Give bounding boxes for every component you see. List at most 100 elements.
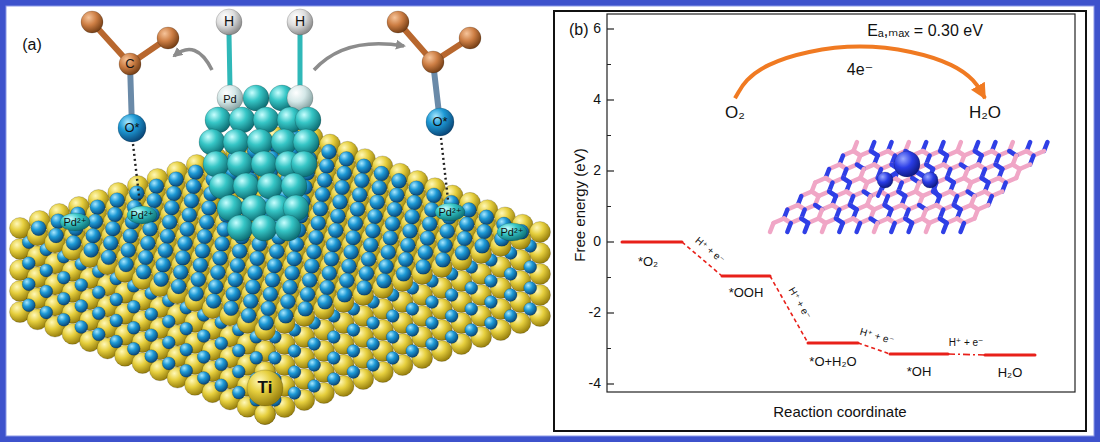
- coordination-line: [441, 138, 448, 200]
- o-atom: [445, 331, 458, 344]
- o-atom: [105, 221, 120, 236]
- atom-label-anchor: Ti: [258, 379, 273, 398]
- o-atom: [66, 235, 81, 250]
- site-label: Pd²⁺: [501, 226, 524, 238]
- o-atom: [333, 194, 348, 209]
- o-atom: [321, 144, 336, 159]
- o-atom: [381, 245, 396, 260]
- o-atom: [524, 261, 537, 274]
- energy-diagram: [607, 14, 1075, 392]
- atom-label: H: [224, 13, 234, 29]
- o-atom: [263, 287, 278, 302]
- step-label: H⁺ + e⁻: [787, 285, 814, 321]
- o-atom: [319, 159, 334, 174]
- o-atom: [457, 231, 472, 246]
- o-atom: [84, 243, 99, 258]
- o-atom: [110, 293, 123, 306]
- o-atom: [189, 286, 204, 301]
- o-atom: [396, 266, 411, 281]
- o-atom: [406, 345, 419, 358]
- o-atom: [210, 265, 225, 280]
- o-atom: [484, 275, 497, 288]
- c-atom: [119, 53, 141, 75]
- o-atom: [197, 229, 212, 244]
- o-atom: [484, 317, 497, 330]
- o-atom: [110, 314, 123, 327]
- o-atom: [504, 289, 517, 302]
- o-atom: [327, 352, 340, 365]
- atom-label-anchor: Pd: [223, 93, 236, 105]
- o-atom: [285, 266, 300, 281]
- axis-title-anchor: Reaction coordinate: [773, 404, 906, 421]
- o-atom: [391, 173, 406, 188]
- major-tick: [607, 383, 614, 384]
- major-tick: [607, 28, 614, 29]
- atom-label: Pd: [223, 93, 236, 105]
- o-atom: [40, 264, 53, 277]
- c-atom: [157, 27, 179, 49]
- o-atom: [197, 351, 210, 364]
- tick-label-anchor: 6: [593, 21, 601, 36]
- graphene-sheet: [770, 142, 1047, 232]
- pd-site: [127, 206, 157, 224]
- o-atom: [459, 217, 474, 232]
- o-atom: [57, 292, 70, 305]
- lattice-bond: [943, 223, 947, 232]
- o-atom: [524, 303, 537, 316]
- axis-title-anchor: Free energy (eV): [572, 148, 589, 261]
- h-bond: [298, 34, 303, 88]
- o-atom: [422, 217, 437, 232]
- o-atom: [435, 252, 450, 267]
- o-atom: [367, 359, 380, 372]
- pd-site: [497, 223, 527, 241]
- site-label-anchor: Pd²⁺: [64, 216, 87, 228]
- o-atom: [226, 287, 241, 302]
- o-atom: [347, 366, 360, 379]
- o-atom: [317, 173, 332, 188]
- site-label-anchor: Pd²⁺: [131, 209, 154, 221]
- o-atom: [367, 338, 380, 351]
- o-atom: [158, 243, 173, 258]
- step-line: [948, 354, 985, 355]
- tick-label: -2: [589, 304, 601, 320]
- minor-tick: [607, 135, 611, 136]
- ti-atom-large: [247, 370, 283, 406]
- c-atom: [81, 11, 103, 33]
- o-atom: [213, 251, 228, 266]
- o-atom: [347, 324, 360, 337]
- o-atom: [406, 324, 419, 337]
- o-atom: [140, 236, 155, 251]
- energy-level: [890, 353, 948, 356]
- lattice-bond: [874, 223, 878, 232]
- o-atom: [280, 294, 295, 309]
- energy-level: [722, 275, 770, 278]
- o-atom: [178, 236, 193, 251]
- species-label-box: O₂: [721, 101, 749, 125]
- o-atom: [309, 230, 324, 245]
- o-atom: [261, 301, 276, 316]
- node-text: O₂: [725, 103, 745, 123]
- o-atom: [302, 273, 317, 288]
- o-atom: [108, 207, 123, 222]
- tick-label: 4: [593, 91, 601, 107]
- o-atom: [123, 229, 138, 244]
- state-label: *O+H₂O: [809, 354, 856, 369]
- o-atom: [197, 330, 210, 343]
- o-atom: [265, 273, 280, 288]
- o-atom: [224, 301, 239, 316]
- catalyst-illustration: [10, 9, 551, 425]
- o-atom: [162, 315, 175, 328]
- step-label: H⁺ + e⁻: [693, 235, 727, 266]
- site-label: Pd²⁺: [131, 209, 154, 221]
- o-atom: [22, 257, 35, 270]
- pd-site: [435, 203, 465, 221]
- state-label-anchor: *OOH: [729, 286, 764, 300]
- o-atom: [347, 345, 360, 358]
- o-atom: [232, 386, 245, 399]
- o-atom: [75, 300, 88, 313]
- o-atom: [403, 224, 418, 239]
- o-atom: [327, 331, 340, 344]
- o-atom: [352, 187, 367, 202]
- o-atom: [232, 244, 247, 259]
- h-atom: [216, 9, 242, 35]
